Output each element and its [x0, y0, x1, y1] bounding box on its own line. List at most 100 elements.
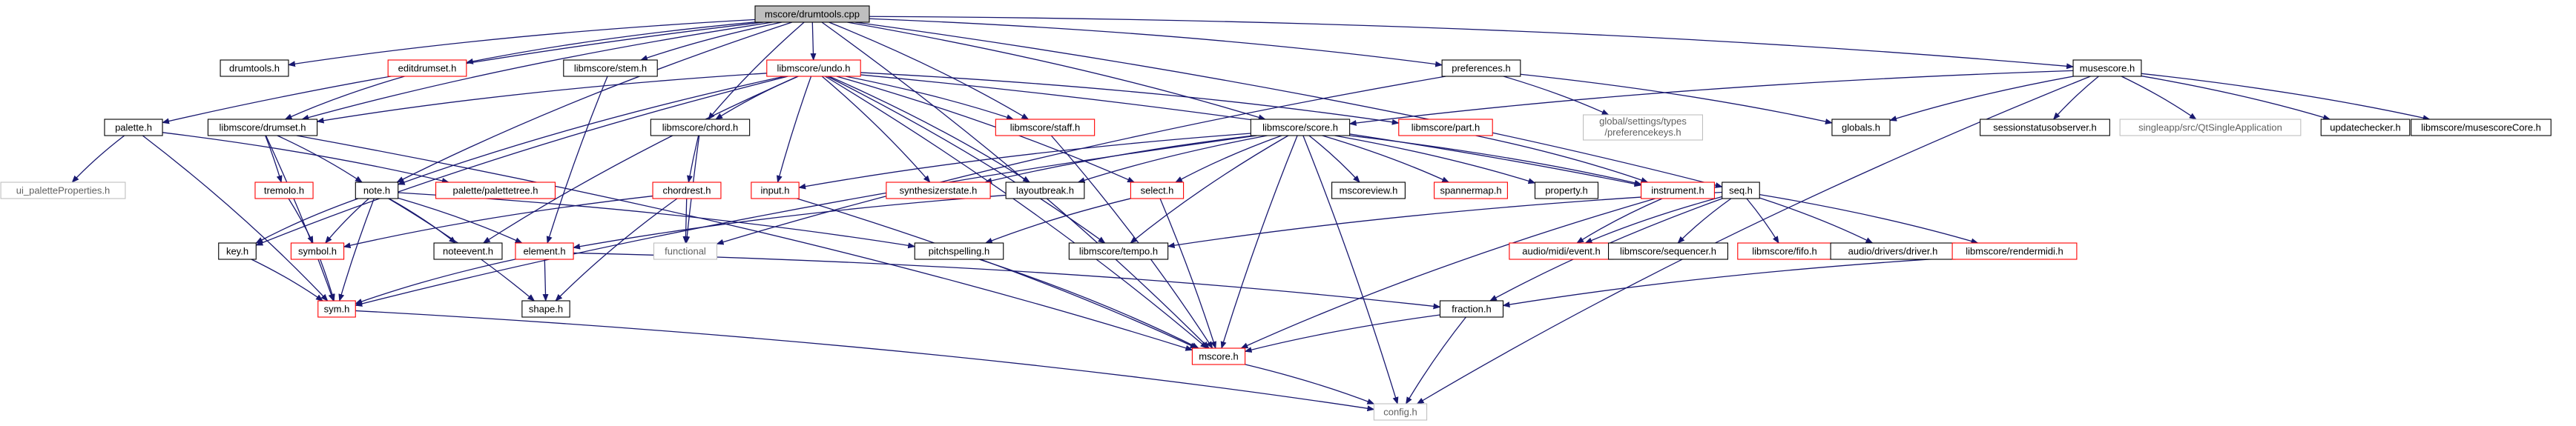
edge-key_h-to-sym_h — [251, 259, 323, 302]
node-shape-h[interactable]: shape.h — [521, 300, 570, 318]
node-symbol-h[interactable]: symbol.h — [290, 242, 345, 260]
node-undo-h[interactable]: libmscore/undo.h — [766, 59, 861, 77]
edge-score_h-to-instrument_h — [1348, 135, 1642, 186]
node-label: noteevent.h — [443, 246, 493, 257]
node-sequencer-h[interactable]: libmscore/sequencer.h — [1608, 242, 1729, 260]
node-note-h[interactable]: note.h — [355, 182, 399, 199]
node-musescorecore-h[interactable]: libmscore/musescoreCore.h — [2411, 119, 2552, 136]
node-palette-h[interactable]: palette.h — [104, 119, 163, 136]
node-prefkeys-h[interactable]: global/settings/types/preferencekeys.h — [1583, 114, 1704, 141]
edge-undo_h-to-layoutbreak_h — [829, 76, 1031, 183]
edge-musescore_h-to-globals_h — [1889, 76, 2074, 122]
node-layoutbreak-h[interactable]: layoutbreak.h — [1005, 182, 1085, 199]
node-ui-palette-h[interactable]: ui_paletteProperties.h — [0, 182, 126, 199]
edge-musescore_h-to-qtsingle_h — [2121, 76, 2197, 120]
edge-seq_h-to-sequencer_h — [1677, 198, 1732, 244]
node-box — [1434, 182, 1508, 199]
node-label: libmscore/drumset.h — [219, 122, 306, 133]
node-label: libmscore/part.h — [1411, 122, 1480, 133]
node-mscoreview-h[interactable]: mscoreview.h — [1331, 182, 1406, 199]
node-part-h[interactable]: libmscore/part.h — [1398, 119, 1493, 136]
edge-score_h-to-mscore_h — [1220, 135, 1298, 349]
node-box — [104, 119, 163, 136]
edge-undo_h-to-synthstate_h — [821, 76, 931, 183]
node-label: global/settings/types — [1599, 116, 1687, 127]
node-globals-h[interactable]: globals.h — [1831, 119, 1891, 136]
node-updatechecker-h[interactable]: updatechecker.h — [2320, 119, 2411, 136]
node-label: libmscore/sequencer.h — [1620, 246, 1716, 257]
node-score-h[interactable]: libmscore/score.h — [1250, 119, 1351, 136]
node-drumset-h[interactable]: libmscore/drumset.h — [207, 119, 318, 136]
node-label: audio/drivers/driver.h — [1848, 246, 1938, 257]
node-box — [1373, 403, 1428, 421]
edge-preferences_h-to-globals_h — [1520, 73, 1833, 124]
node-key-h[interactable]: key.h — [218, 242, 257, 260]
node-fifo-h[interactable]: libmscore/fifo.h — [1737, 242, 1832, 260]
node-event-h[interactable]: audio/midi/event.h — [1509, 242, 1614, 260]
node-root[interactable]: mscore/drumtools.cpp — [754, 5, 870, 23]
node-select-h[interactable]: select.h — [1130, 182, 1185, 199]
edge-element_h-to-fraction_h — [573, 252, 1441, 310]
edge-select_h-to-mscore_h — [1159, 198, 1216, 349]
node-label: note.h — [363, 185, 390, 196]
node-label: libmscore/score.h — [1262, 122, 1338, 133]
edge-note_h-to-key_h — [255, 198, 358, 244]
edge-instrument_h-to-event_h — [1576, 198, 1663, 244]
node-chord-h[interactable]: libmscore/chord.h — [650, 119, 751, 136]
node-driver-h[interactable]: audio/drivers/driver.h — [1830, 242, 1956, 260]
node-chordrest-h[interactable]: chordrest.h — [652, 182, 722, 199]
node-pitchspelling-h[interactable]: pitchspelling.h — [914, 242, 1004, 260]
node-mscore-h[interactable]: mscore.h — [1191, 347, 1246, 365]
node-box — [563, 59, 658, 77]
node-label: mscore.h — [1199, 351, 1238, 362]
edge-musescore_h-to-musescorecore_h — [2141, 73, 2431, 121]
edge-preferences_h-to-prefkeys_h — [1503, 76, 1610, 116]
node-label: libmscore/undo.h — [777, 63, 851, 74]
node-label: libmscore/staff.h — [1010, 122, 1080, 133]
edge-undo_h-to-tempo_h — [827, 76, 1106, 244]
edge-undo_h-to-drumset_h — [316, 73, 767, 124]
node-label: /preferencekeys.h — [1604, 127, 1681, 138]
node-qtsingle-h[interactable]: singleapp/src/QtSingleApplication — [2119, 119, 2302, 136]
node-synthstate-h[interactable]: synthesizerstate.h — [886, 182, 991, 199]
node-sessionstatus-h[interactable]: sessionstatusobserver.h — [1980, 119, 2110, 136]
node-label: spannermap.h — [1440, 185, 1501, 196]
node-label: libmscore/stem.h — [574, 63, 647, 74]
edge-score_h-to-mscoreview_h — [1308, 135, 1360, 183]
node-tempo-h[interactable]: libmscore/tempo.h — [1068, 242, 1169, 260]
node-rendermidi-h[interactable]: libmscore/rendermidi.h — [1951, 242, 2078, 260]
node-tremolo-h[interactable]: tremolo.h — [254, 182, 314, 199]
node-stem-h[interactable]: libmscore/stem.h — [563, 59, 658, 77]
node-label: input.h — [760, 185, 789, 196]
node-box — [1130, 182, 1185, 199]
node-spannermap-h[interactable]: spannermap.h — [1434, 182, 1508, 199]
node-musescore-h[interactable]: musescore.h — [2072, 59, 2142, 77]
edge-editdrumset_h-to-drumset_h — [284, 76, 405, 120]
node-label: key.h — [226, 246, 248, 257]
node-box — [1534, 182, 1599, 199]
edge-undo_h-to-note_h — [397, 76, 785, 185]
node-fraction-h[interactable]: fraction.h — [1439, 300, 1504, 318]
node-sym-h[interactable]: sym.h — [317, 300, 356, 318]
node-element-h[interactable]: element.h — [515, 242, 574, 260]
node-drumtools-h[interactable]: drumtools.h — [220, 59, 289, 77]
node-noteevent-h[interactable]: noteevent.h — [433, 242, 503, 260]
edge-select_h-to-pitchspelling_h — [984, 198, 1131, 244]
node-box — [766, 59, 861, 77]
node-property-h[interactable]: property.h — [1534, 182, 1599, 199]
node-instrument-h[interactable]: instrument.h — [1641, 182, 1715, 199]
edge-symbol_h-to-sym_h — [320, 259, 335, 302]
node-editdrumset-h[interactable]: editdrumset.h — [387, 59, 467, 77]
edge-root-to-musescore_h — [869, 16, 2075, 70]
node-layer: mscore/drumtools.cpp drumtools.h editdrums… — [0, 5, 2552, 421]
node-preferences-h[interactable]: preferences.h — [1441, 59, 1521, 77]
node-input-h[interactable]: input.h — [751, 182, 800, 199]
node-staff-h[interactable]: libmscore/staff.h — [995, 119, 1096, 136]
node-functional[interactable]: functional — [653, 242, 718, 260]
node-config-h[interactable]: config.h — [1373, 403, 1428, 421]
node-palettetree-h[interactable]: palette/palettetree.h — [435, 182, 556, 199]
node-seq-h[interactable]: seq.h — [1722, 182, 1760, 199]
edge-seq_h-to-tempo_h — [1167, 191, 1722, 249]
node-box — [652, 182, 722, 199]
node-label: palette.h — [115, 122, 152, 133]
